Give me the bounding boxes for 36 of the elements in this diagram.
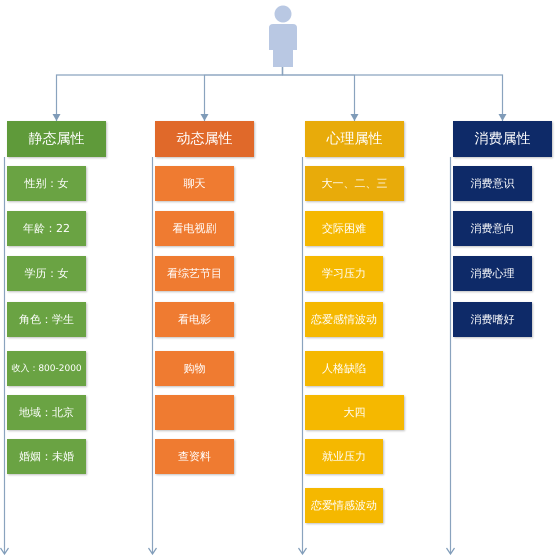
person-figure <box>266 5 299 67</box>
timeline-arrow <box>148 157 158 555</box>
attribute-box: 学历：女 <box>7 256 86 291</box>
attribute-box: 恋爱情感波动 <box>305 488 383 523</box>
attribute-box: 看电视剧 <box>155 211 234 246</box>
category-header: 消费属性 <box>453 121 552 157</box>
attribute-box: 大一、二、三 <box>305 166 404 201</box>
category-header: 动态属性 <box>155 121 254 157</box>
attribute-box: 交际困难 <box>305 211 383 246</box>
empty-box <box>155 395 234 430</box>
attribute-box: 学习压力 <box>305 256 383 291</box>
attribute-box: 收入：800-2000 <box>7 351 86 386</box>
attribute-box: 角色：学生 <box>7 302 86 337</box>
timeline-arrow <box>446 157 456 555</box>
timeline-arrow <box>298 157 308 555</box>
attribute-box: 看电影 <box>155 302 234 337</box>
attribute-box: 聊天 <box>155 166 234 201</box>
attribute-box: 消费嗜好 <box>453 302 532 337</box>
attribute-box: 大四 <box>305 395 404 430</box>
attribute-box: 购物 <box>155 351 234 386</box>
attribute-box: 人格缺陷 <box>305 351 383 386</box>
attribute-box: 年龄：22 <box>7 211 86 246</box>
attribute-box: 性别：女 <box>7 166 86 201</box>
attribute-box: 看综艺节目 <box>155 256 234 291</box>
attribute-box: 查资料 <box>155 439 234 474</box>
attribute-box: 恋爱感情波动 <box>305 302 383 337</box>
attribute-box: 消费意向 <box>453 211 532 246</box>
connector-arrow <box>282 67 506 121</box>
attribute-box: 婚姻：未婚 <box>7 439 86 474</box>
attribute-box: 就业压力 <box>305 439 383 474</box>
attribute-box: 消费意识 <box>453 166 532 201</box>
category-header: 静态属性 <box>7 121 106 157</box>
attribute-box: 地域：北京 <box>7 395 86 430</box>
category-header: 心理属性 <box>305 121 404 157</box>
attribute-box: 消费心理 <box>453 256 532 291</box>
timeline-arrow <box>0 157 10 555</box>
